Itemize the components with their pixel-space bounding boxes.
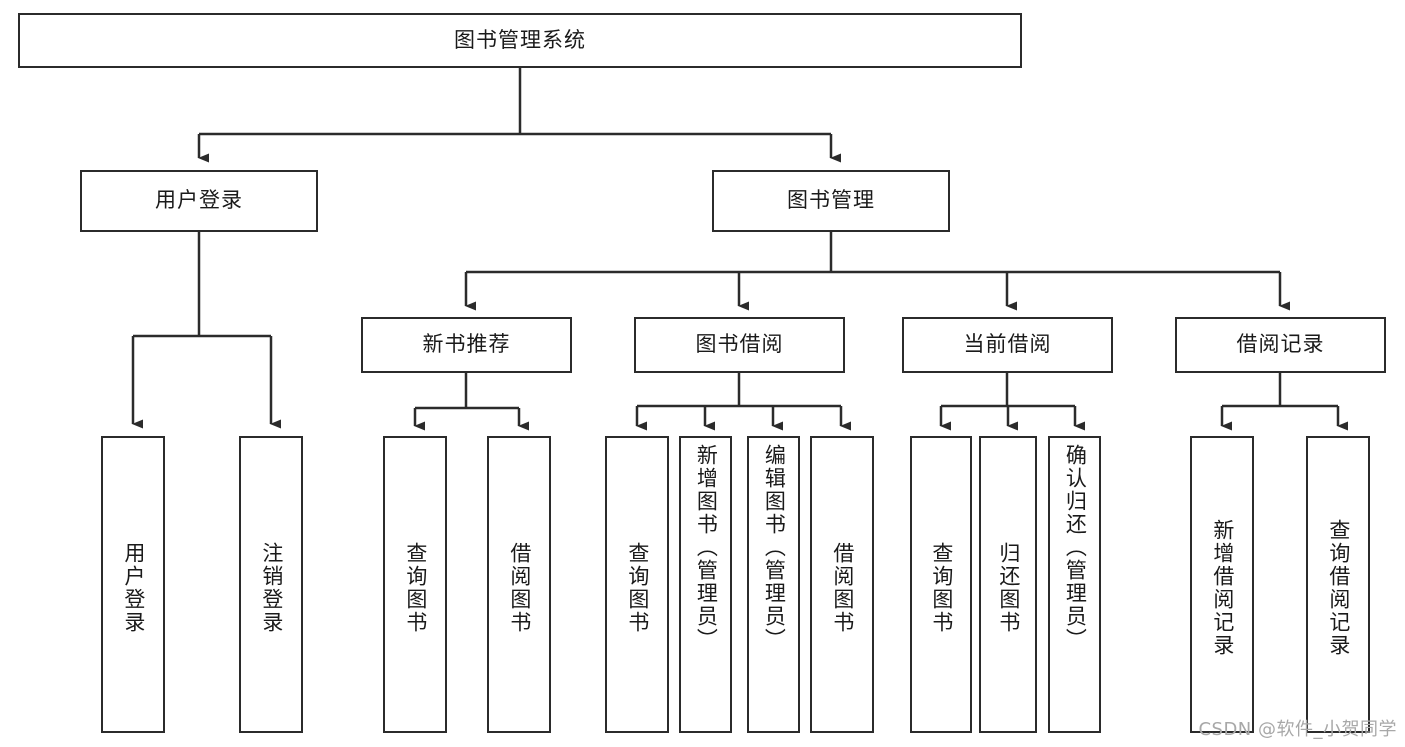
leaf-inner: 注销登录 — [241, 444, 301, 731]
leaf-inner: 新增图书（管理员） — [681, 444, 730, 731]
leaf-inner: 查询图书 — [912, 444, 970, 731]
leaf-inner: 编辑图书（管理员） — [749, 444, 798, 731]
node-user-login-label: 用户登录 — [155, 188, 243, 213]
leaf-inner: 查询图书 — [607, 444, 667, 731]
node-user-login[interactable]: 用户登录 — [80, 170, 318, 232]
node-leaf-query-book-3[interactable]: 查询图书 — [910, 436, 972, 733]
node-borrow-record[interactable]: 借阅记录 — [1175, 317, 1386, 373]
node-leaf-edit-book[interactable]: 编辑图书（管理员） — [747, 436, 800, 733]
node-leaf-logout-login-label: 注销登录 — [259, 541, 284, 634]
leaf-inner: 查询图书 — [385, 444, 445, 731]
node-root-label: 图书管理系统 — [454, 27, 586, 52]
watermark: CSDN @软件_小贺同学 — [1198, 719, 1397, 740]
node-leaf-borrow-book-2[interactable]: 借阅图书 — [810, 436, 874, 733]
node-leaf-query-record-label: 查询借阅记录 — [1326, 518, 1351, 657]
node-leaf-add-record[interactable]: 新增借阅记录 — [1190, 436, 1254, 733]
node-leaf-query-book-2[interactable]: 查询图书 — [605, 436, 669, 733]
node-leaf-borrow-book-2-label: 借阅图书 — [830, 541, 855, 634]
node-leaf-return-book[interactable]: 归还图书 — [979, 436, 1037, 733]
node-current-borrow[interactable]: 当前借阅 — [902, 317, 1113, 373]
node-new-book-recommend-label: 新书推荐 — [422, 332, 511, 357]
node-leaf-add-book[interactable]: 新增图书（管理员） — [679, 436, 732, 733]
node-root[interactable]: 图书管理系统 — [18, 13, 1022, 68]
node-leaf-confirm-return[interactable]: 确认归还（管理员） — [1048, 436, 1101, 733]
node-leaf-query-book-1-label: 查询图书 — [403, 541, 428, 634]
node-new-book-recommend[interactable]: 新书推荐 — [361, 317, 572, 373]
node-book-borrow[interactable]: 图书借阅 — [634, 317, 845, 373]
leaf-inner: 借阅图书 — [489, 444, 549, 731]
leaf-inner: 确认归还（管理员） — [1050, 444, 1099, 731]
node-leaf-query-record[interactable]: 查询借阅记录 — [1306, 436, 1370, 733]
leaf-inner: 查询借阅记录 — [1308, 444, 1368, 731]
node-leaf-query-book-1[interactable]: 查询图书 — [383, 436, 447, 733]
node-book-borrow-label: 图书借阅 — [695, 332, 784, 357]
node-leaf-borrow-book-1-label: 借阅图书 — [507, 541, 532, 634]
leaf-inner: 新增借阅记录 — [1192, 444, 1252, 731]
node-leaf-user-login-label: 用户登录 — [121, 541, 146, 634]
node-leaf-user-login[interactable]: 用户登录 — [101, 436, 165, 733]
leaf-inner: 借阅图书 — [812, 444, 872, 731]
node-borrow-record-label: 借阅记录 — [1236, 332, 1325, 357]
node-leaf-add-book-label: 新增图书（管理员） — [694, 444, 719, 651]
node-leaf-query-book-2-label: 查询图书 — [625, 541, 650, 634]
leaf-inner: 用户登录 — [103, 444, 163, 731]
node-leaf-edit-book-label: 编辑图书（管理员） — [762, 444, 787, 651]
node-book-management[interactable]: 图书管理 — [712, 170, 950, 232]
node-current-borrow-label: 当前借阅 — [963, 332, 1052, 357]
leaf-inner: 归还图书 — [981, 444, 1035, 731]
node-leaf-return-book-label: 归还图书 — [996, 541, 1021, 634]
node-leaf-borrow-book-1[interactable]: 借阅图书 — [487, 436, 551, 733]
node-leaf-confirm-return-label: 确认归还（管理员） — [1063, 444, 1088, 651]
node-leaf-logout-login[interactable]: 注销登录 — [239, 436, 303, 733]
node-book-management-label: 图书管理 — [787, 188, 875, 213]
node-leaf-add-record-label: 新增借阅记录 — [1210, 518, 1235, 657]
node-leaf-query-book-3-label: 查询图书 — [929, 541, 954, 634]
